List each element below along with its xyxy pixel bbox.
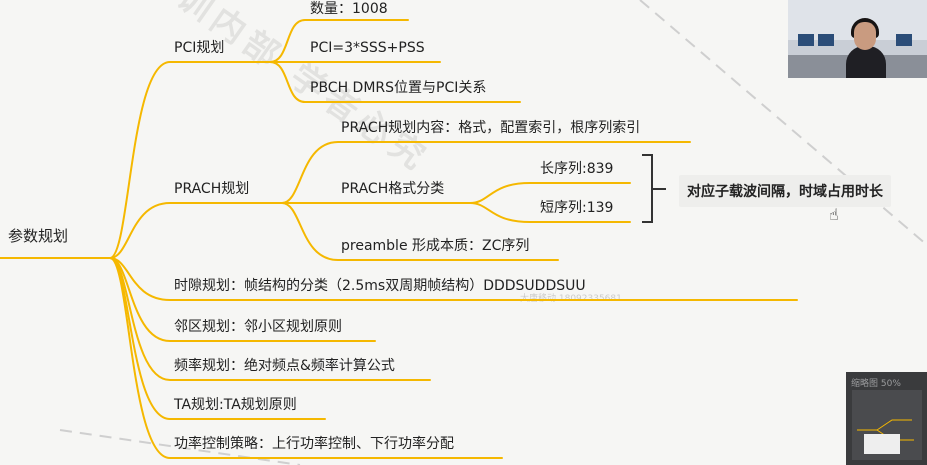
dashed-guide <box>639 0 927 246</box>
summary-bracket <box>642 154 653 223</box>
node-power[interactable]: 功率控制策略：上行功率控制、下行功率分配 <box>174 436 454 452</box>
node-pci[interactable]: PCI规划 <box>174 40 225 56</box>
node-pci-count[interactable]: 数量：1008 <box>310 1 388 17</box>
node-pci-formula[interactable]: PCI=3*SSS+PSS <box>310 40 425 56</box>
dashed-guide <box>59 429 301 465</box>
node-neighbor[interactable]: 邻区规划：邻小区规划原则 <box>174 319 342 335</box>
webcam-monitor <box>798 34 814 46</box>
node-slot[interactable]: 时隙规划：帧结构的分类（2.5ms双周期帧结构）DDDSUDDSUU <box>174 278 586 294</box>
node-freq[interactable]: 频率规划：绝对频点&频率计算公式 <box>174 358 395 374</box>
webcam-monitor <box>818 34 834 46</box>
node-ta[interactable]: TA规划:TA规划原则 <box>174 397 297 413</box>
node-prach-content[interactable]: PRACH规划内容：格式，配置索引，根序列索引 <box>341 120 641 136</box>
presenter-face <box>854 22 876 50</box>
branch-pci <box>109 61 271 259</box>
node-prach[interactable]: PRACH规划 <box>174 181 250 197</box>
thumbnail-preview[interactable] <box>852 390 922 460</box>
thumbnail-label: 缩略图 50% <box>851 379 901 389</box>
branch-pci-count <box>269 19 409 63</box>
branch-prach-preamble <box>281 202 559 261</box>
branch-power <box>109 257 503 459</box>
root-node[interactable]: 参数规划 <box>8 227 69 245</box>
node-prach-format[interactable]: PRACH格式分类 <box>341 181 445 197</box>
branch-short-seq <box>469 202 631 223</box>
branch-prach-content <box>281 141 691 204</box>
presenter-body <box>846 46 886 78</box>
thumbnail-preview-lines <box>857 419 914 454</box>
webcam-monitor <box>896 34 912 46</box>
branch-long-seq <box>469 182 631 204</box>
branch-slot <box>109 257 798 301</box>
node-pci-pbch[interactable]: PBCH DMRS位置与PCI关系 <box>310 80 487 96</box>
branch-prach <box>109 202 283 259</box>
thumbnail-navigator[interactable]: 缩略图 50% <box>846 372 927 465</box>
node-short-seq[interactable]: 短序列:139 <box>540 200 614 216</box>
node-prach-preamble[interactable]: preamble 形成本质：ZC序列 <box>341 238 530 254</box>
branch-pci-pbch <box>269 61 521 103</box>
node-long-seq[interactable]: 长序列:839 <box>540 161 614 177</box>
summary-callout[interactable]: 对应子载波间隔，时域占用时长 <box>679 175 891 207</box>
hand-cursor-icon: ☝ <box>829 205 839 224</box>
webcam-video <box>788 0 927 78</box>
